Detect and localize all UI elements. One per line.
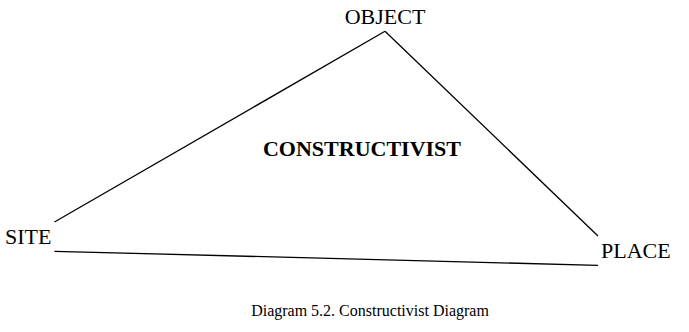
vertex-label: OBJECT <box>345 4 426 29</box>
vertex-node: OBJECT <box>342 2 429 31</box>
vertex-node: PLACE <box>598 236 674 265</box>
center-label: CONSTRUCTIVIST <box>263 136 461 162</box>
triangle-side <box>54 31 385 222</box>
vertex-label: PLACE <box>601 238 671 263</box>
triangle-side <box>385 31 598 236</box>
figure-caption: Diagram 5.2. Constructivist Diagram <box>251 302 489 320</box>
vertex-node: SITE <box>2 222 54 251</box>
triangle-side <box>54 251 598 265</box>
vertex-label: SITE <box>5 224 51 249</box>
